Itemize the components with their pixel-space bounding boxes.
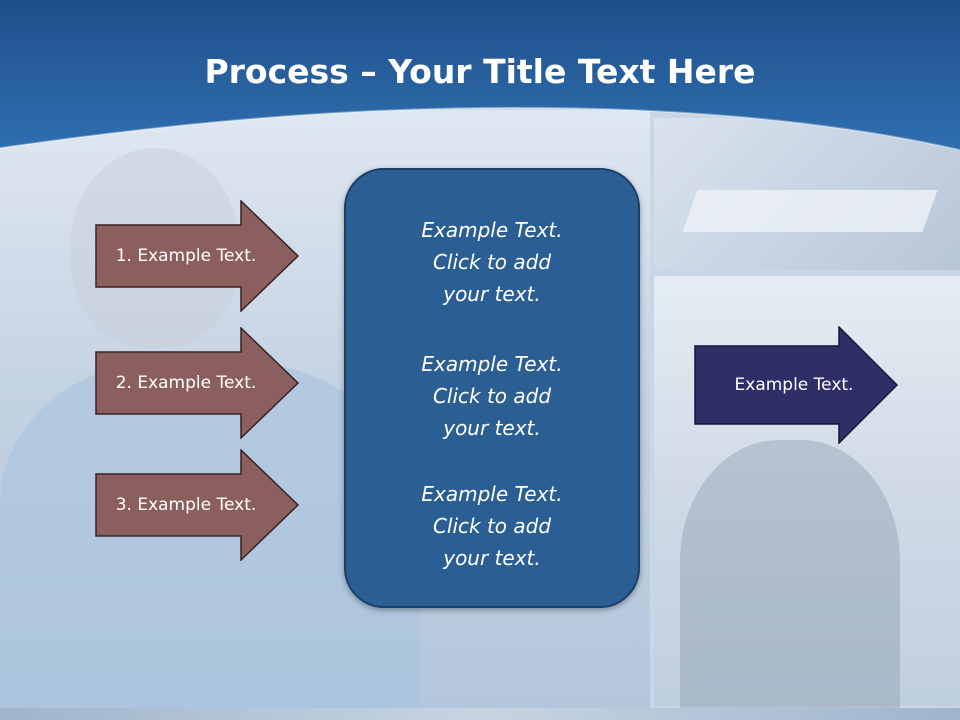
- block-line: Example Text.: [421, 482, 563, 506]
- block-line: Example Text.: [421, 218, 563, 242]
- photo-businesswoman-figure: [680, 440, 900, 710]
- center-text-block-1: Example Text. Click to add your text.: [346, 214, 638, 310]
- arrow-result[interactable]: Example Text.: [694, 326, 899, 444]
- block-line: your text.: [443, 282, 541, 306]
- photo-bottom-strip: [0, 708, 960, 720]
- photo-book-shape: [682, 190, 938, 232]
- arrow-step-2[interactable]: 2. Example Text.: [95, 327, 300, 439]
- center-text-block-3: Example Text. Click to add your text.: [346, 478, 638, 574]
- header-wave-shape: [0, 0, 960, 150]
- arrow-step-2-label: 2. Example Text.: [115, 373, 257, 393]
- arrow-result-label: Example Text.: [734, 375, 854, 395]
- arrow-shape: [95, 449, 300, 561]
- header-band: Process – Your Title Text Here: [0, 0, 960, 150]
- arrow-step-3[interactable]: 3. Example Text.: [95, 449, 300, 561]
- block-line: your text.: [443, 416, 541, 440]
- arrow-shape: [95, 327, 300, 439]
- block-line: Click to add: [432, 384, 552, 408]
- block-line: Click to add: [432, 250, 552, 274]
- arrow-shape: [95, 200, 300, 312]
- title-bold-part: Process: [204, 52, 349, 91]
- arrow-step-1[interactable]: 1. Example Text.: [95, 200, 300, 312]
- title-rest-part: – Your Title Text Here: [348, 52, 756, 91]
- center-text-block-2: Example Text. Click to add your text.: [346, 348, 638, 444]
- arrow-step-1-label: 1. Example Text.: [115, 246, 257, 266]
- center-text-box[interactable]: Example Text. Click to add your text. Ex…: [344, 168, 640, 608]
- block-line: your text.: [443, 546, 541, 570]
- arrow-shape: [694, 326, 899, 444]
- slide-title[interactable]: Process – Your Title Text Here: [0, 52, 960, 91]
- block-line: Click to add: [432, 514, 552, 538]
- arrow-step-3-label: 3. Example Text.: [115, 495, 257, 515]
- block-line: Example Text.: [421, 352, 563, 376]
